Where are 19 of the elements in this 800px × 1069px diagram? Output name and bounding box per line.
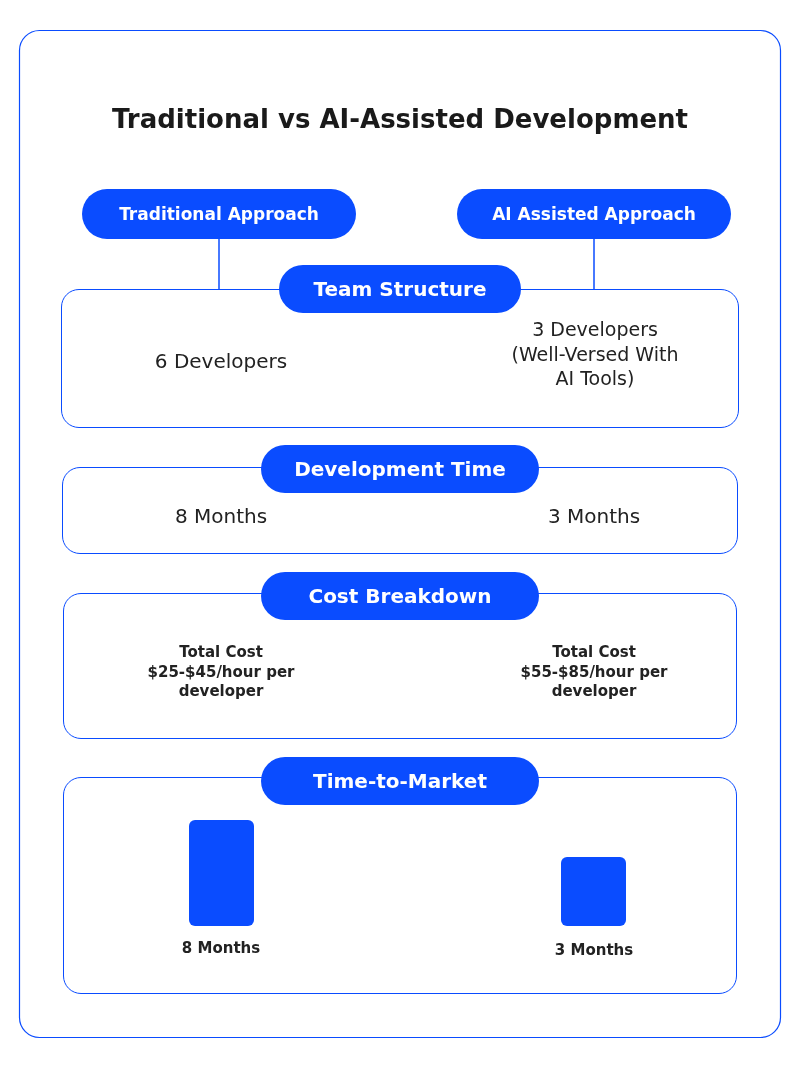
cell-text: Total Cost $25-$45/hour per developer — [146, 642, 296, 702]
section-heading: Development Time — [261, 445, 539, 493]
section-heading: Time-to-Market — [261, 757, 539, 805]
cell-text: 3 Months — [546, 503, 642, 529]
bar — [189, 820, 254, 926]
approach-label: Traditional Approach — [82, 189, 356, 239]
bar-caption: 3 Months — [553, 941, 635, 961]
page-title: Traditional vs AI-Assisted Development — [110, 104, 690, 134]
cell-text: 3 Developers (Well-Versed With AI Tools) — [510, 316, 680, 392]
connector-line — [593, 238, 595, 290]
cell-text: 8 Months — [173, 503, 269, 529]
cell-text: 6 Developers — [153, 348, 289, 374]
bar — [561, 857, 626, 926]
cell-text: Total Cost $55-$85/hour per developer — [519, 642, 669, 702]
approach-label: AI Assisted Approach — [457, 189, 731, 239]
connector-line — [218, 238, 220, 290]
section-heading: Team Structure — [279, 265, 521, 313]
bar-caption: 8 Months — [180, 939, 262, 959]
section-heading: Cost Breakdown — [261, 572, 539, 620]
